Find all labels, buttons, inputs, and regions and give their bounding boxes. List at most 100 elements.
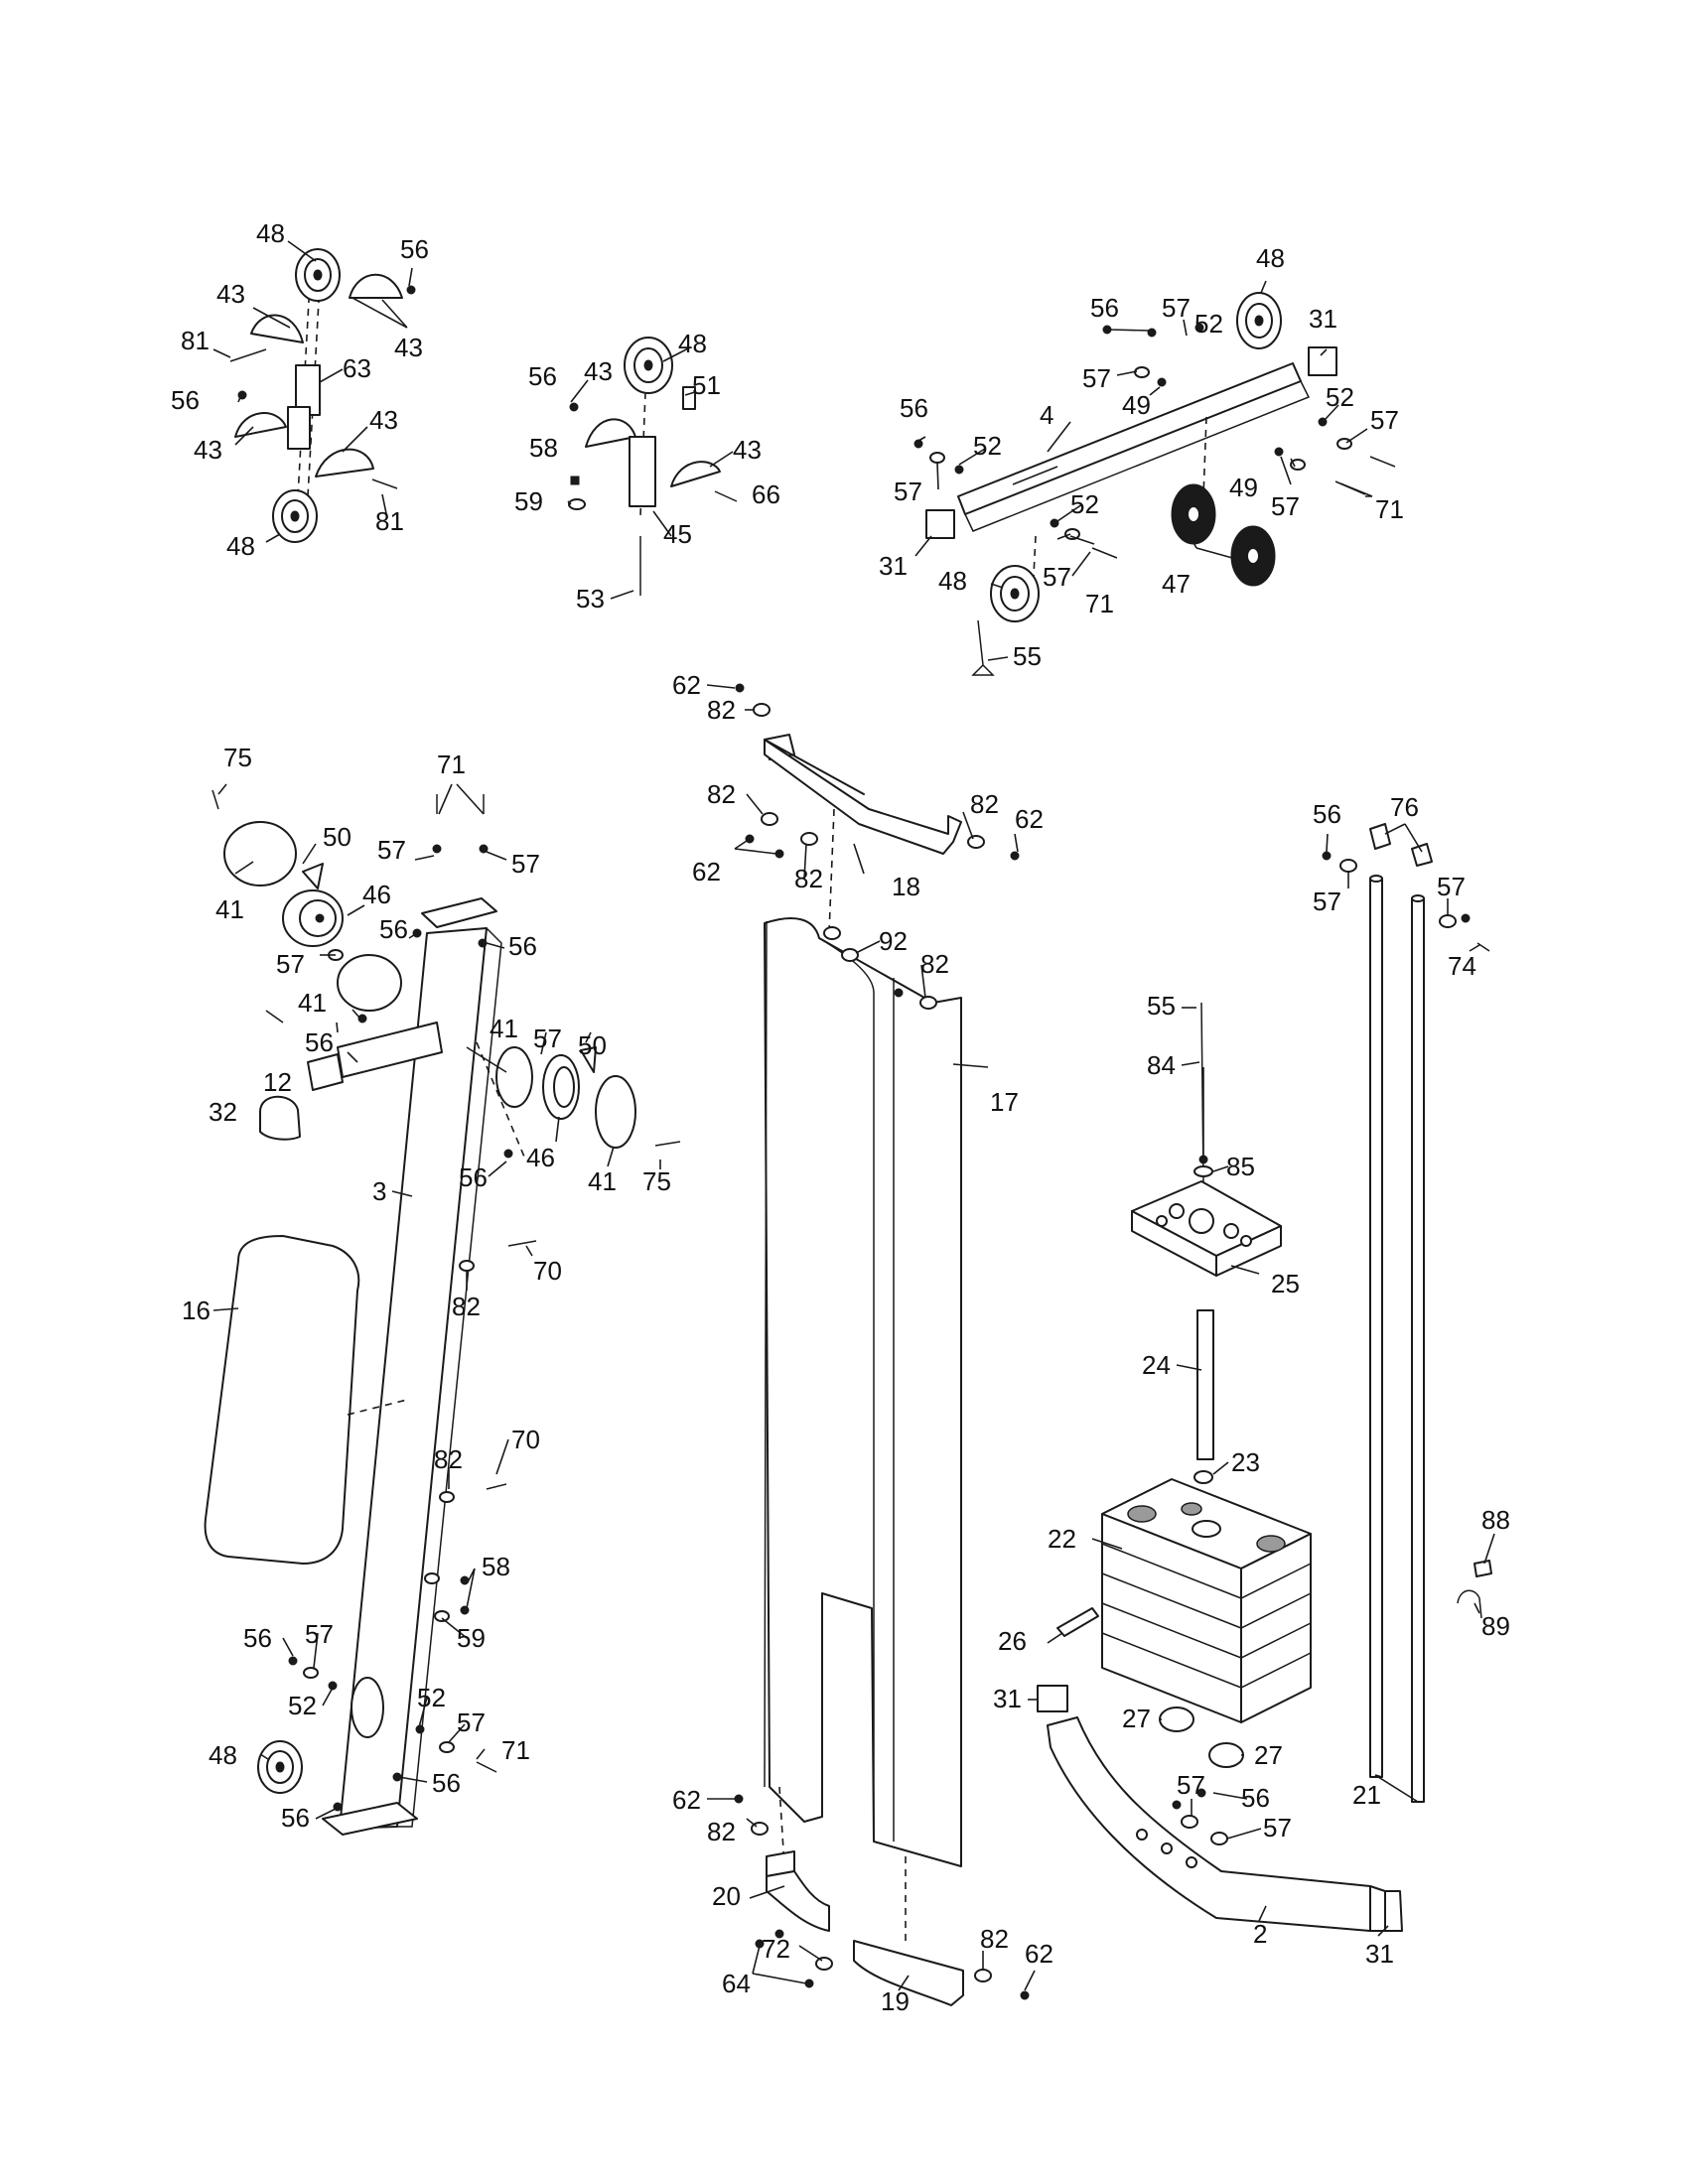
callout-label-81: 81 [181, 326, 210, 355]
callout-label-57: 57 [1263, 1813, 1292, 1843]
callout-label-57: 57 [1370, 405, 1399, 435]
bolt-81-icon [229, 348, 267, 362]
callout-label-57: 57 [1082, 363, 1111, 393]
callout-label-3: 3 [372, 1176, 387, 1206]
callout-label-46: 46 [362, 880, 391, 909]
callout-label-43: 43 [584, 356, 613, 386]
callout-label-52: 52 [1194, 309, 1223, 339]
callout-label-52: 52 [288, 1691, 317, 1720]
callout-label-84: 84 [1147, 1050, 1176, 1080]
callout-label-21: 21 [1352, 1780, 1381, 1810]
weight-plates-22-icon [1101, 1478, 1312, 1723]
callout-label-82: 82 [452, 1292, 481, 1321]
callout-label-41: 41 [588, 1166, 617, 1196]
callout-label-56: 56 [1090, 293, 1119, 323]
guide-rod-21-icon [1411, 897, 1425, 1803]
pulley-46-icon [542, 1054, 580, 1120]
callout-label-74: 74 [1448, 951, 1476, 981]
bracket-50-icon [580, 1046, 597, 1073]
base-frame-2-icon [1047, 1716, 1371, 1932]
callout-label-27: 27 [1122, 1704, 1151, 1733]
callout-label-85: 85 [1226, 1152, 1255, 1181]
pulley-cover-41-icon [337, 954, 402, 1012]
callout-label-48: 48 [938, 566, 967, 596]
pulley-48-icon [1236, 292, 1282, 349]
top-right-crossbar-assembly [913, 292, 1396, 676]
callout-label-57: 57 [1437, 872, 1466, 901]
pulley-cover-43-icon [585, 418, 636, 448]
callout-label-62: 62 [1025, 1939, 1053, 1969]
bushing-76-icon [1411, 843, 1433, 867]
callout-label-20: 20 [712, 1881, 741, 1911]
bracket-50-icon [302, 863, 324, 889]
callout-label-57: 57 [1271, 491, 1300, 521]
pulley-48-icon [257, 1740, 303, 1794]
callout-label-52: 52 [417, 1683, 446, 1712]
callout-label-59: 59 [457, 1623, 486, 1653]
top-middle-pulley-assembly [568, 337, 738, 596]
callout-label-17: 17 [990, 1087, 1019, 1117]
top-plate-icon [421, 897, 497, 928]
bracket-19-icon [853, 1940, 964, 2006]
callout-label-56: 56 [459, 1162, 488, 1192]
callout-label-2: 2 [1253, 1919, 1268, 1949]
bolt-81-icon [371, 478, 398, 489]
callout-label-82: 82 [434, 1444, 463, 1474]
callout-label-59: 59 [514, 486, 543, 516]
top-left-pulley-assembly [229, 248, 416, 543]
callout-label-19: 19 [881, 1986, 910, 2016]
pulley-cover-41-icon [223, 821, 297, 887]
pulley-48-icon [990, 565, 1040, 622]
pulley-cover-43-icon [250, 314, 304, 343]
callout-label-4: 4 [1040, 400, 1054, 430]
callout-label-31: 31 [1309, 304, 1337, 334]
nut-84-icon [1198, 1155, 1208, 1164]
callout-label-71: 71 [1085, 589, 1114, 618]
bushing-23-icon [1193, 1470, 1213, 1484]
pulley-cover-43-icon [234, 412, 287, 438]
pulley-cover-41-icon [595, 1075, 636, 1149]
left-upright-assembly [204, 789, 681, 1836]
callout-label-57: 57 [276, 949, 305, 979]
end-cap-31-icon [1037, 1685, 1068, 1712]
callout-label-89: 89 [1481, 1611, 1510, 1641]
callout-label-70: 70 [511, 1425, 540, 1454]
shroud-18-icon [764, 739, 962, 855]
callout-label-49: 49 [1229, 473, 1258, 502]
callout-label-71: 71 [437, 750, 466, 779]
callout-label-56: 56 [528, 361, 557, 391]
callout-label-92: 92 [879, 926, 908, 956]
callout-label-23: 23 [1231, 1447, 1260, 1477]
callout-label-53: 53 [576, 584, 605, 614]
callout-label-82: 82 [707, 779, 736, 809]
callout-label-56: 56 [1241, 1783, 1270, 1813]
callout-label-82: 82 [970, 789, 999, 819]
pulley-46-icon [282, 889, 344, 947]
callout-label-58: 58 [529, 433, 558, 463]
callout-label-72: 72 [762, 1934, 790, 1964]
washer-59-icon [568, 498, 586, 510]
bumper-27-icon [1208, 1742, 1244, 1768]
callout-label-82: 82 [980, 1924, 1009, 1954]
washer-85-icon [1193, 1165, 1213, 1177]
callout-label-63: 63 [343, 353, 371, 383]
callout-label-46: 46 [526, 1143, 555, 1172]
callout-label-55: 55 [1013, 641, 1042, 671]
callout-label-50: 50 [578, 1030, 607, 1060]
callout-label-64: 64 [722, 1969, 751, 1998]
bracket-45-icon [629, 436, 656, 507]
nut-58-icon [570, 476, 580, 485]
callout-label-27: 27 [1254, 1740, 1283, 1770]
callout-label-71: 71 [1375, 494, 1404, 524]
callout-label-75: 75 [223, 743, 252, 772]
callout-label-56: 56 [432, 1768, 461, 1798]
bracket-12-icon [307, 1053, 344, 1091]
callout-label-56: 56 [171, 385, 200, 415]
callout-label-57: 57 [1162, 293, 1191, 323]
base-plate-icon [322, 1802, 418, 1836]
bracket-20-icon [766, 1870, 830, 1932]
end-cap-31-icon [1384, 1890, 1403, 1932]
nut-56-icon [569, 402, 579, 412]
